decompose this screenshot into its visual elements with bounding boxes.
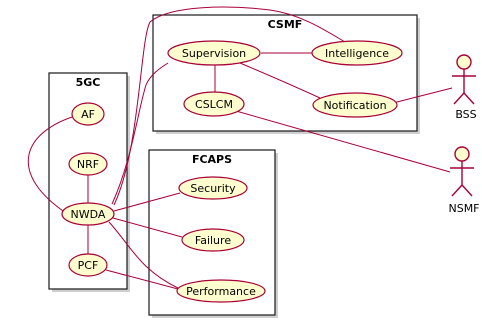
usecase-supervision-label: Supervision [182,47,246,60]
usecase-nwda[interactable]: NWDA [61,202,115,226]
usecase-security-label: Security [190,182,236,195]
link-nwda-failure [112,217,183,238]
usecase-supervision[interactable]: Supervision [167,40,261,66]
usecase-intelligence-label: Intelligence [325,47,389,60]
usecase-performance[interactable]: Performance [176,279,266,303]
usecase-af-label: AF [81,108,95,121]
link-nwda-intelligence [113,6,346,206]
actor-nsmf[interactable]: NSMF [448,146,480,215]
package-csmf-title: CSMF [268,18,303,31]
usecase-performance-label: Performance [186,285,256,298]
usecase-nrf[interactable]: NRF [68,152,108,176]
usecase-af[interactable]: AF [71,102,105,126]
usecase-notification[interactable]: Notification [312,92,398,118]
usecase-security[interactable]: Security [178,176,248,200]
actor-nsmf-head-icon [454,146,470,162]
link-supervision-notification [239,62,321,99]
link-nwda-security [113,192,181,212]
actor-bss[interactable]: BSS [452,54,477,121]
package-fcaps-title: FCAPS [192,153,232,166]
usecase-notification-label: Notification [323,99,386,112]
actor-bss-label: BSS [455,108,476,121]
usecase-cslcm[interactable]: CSLCM [183,91,245,117]
usecase-pcf-label: PCF [78,259,99,272]
usecase-failure[interactable]: Failure [181,228,245,252]
package-5gc-title: 5GC [76,76,101,89]
actor-bss-head-icon [456,54,472,70]
usecase-nwda-label: NWDA [71,208,106,221]
actor-nsmf-label: NSMF [448,202,479,215]
association-links [27,6,453,290]
usecase-nrf-label: NRF [77,158,99,171]
usecase-failure-label: Failure [195,234,231,247]
link-notification-bss [392,87,453,104]
link-nwda-performance [108,221,179,289]
usecase-intelligence[interactable]: Intelligence [311,40,403,66]
link-af-nwda [27,116,73,214]
link-pcf-performance [105,269,179,290]
link-nwda-supervision [111,62,169,205]
usecase-cslcm-label: CSLCM [195,98,233,111]
link-cslcm-nsmf [235,110,451,173]
usecase-pcf[interactable]: PCF [68,253,108,277]
